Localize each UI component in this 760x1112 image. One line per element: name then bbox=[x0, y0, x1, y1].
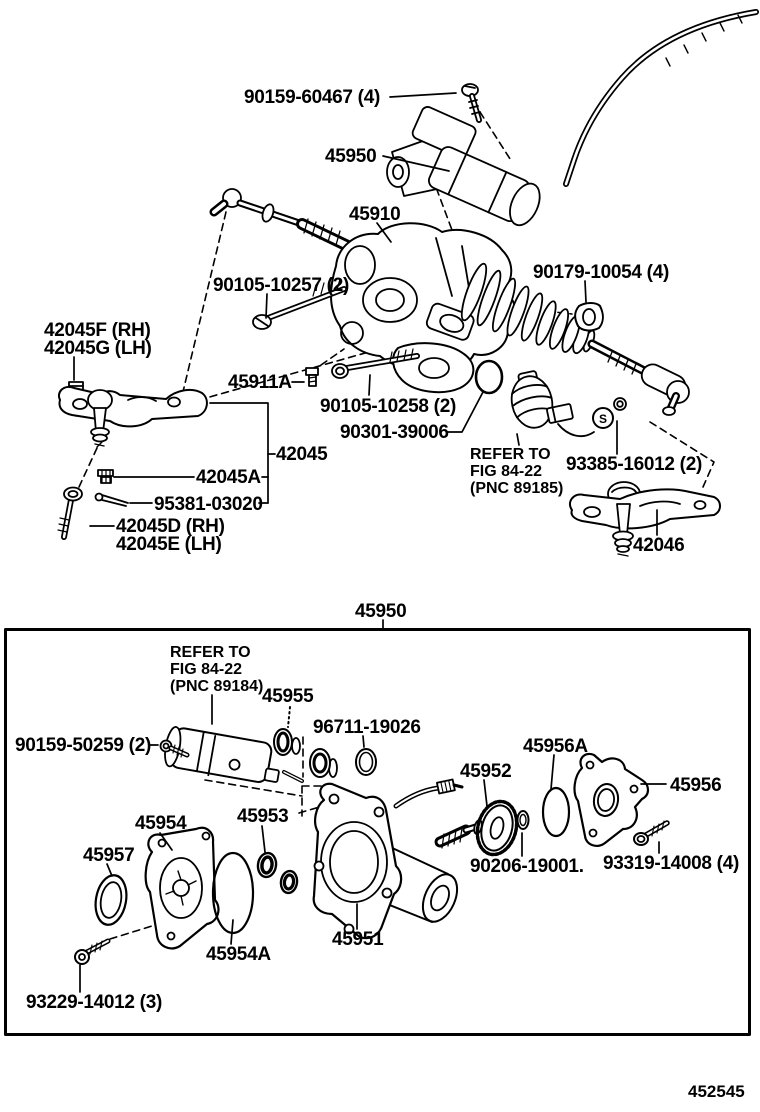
part-label-42045D: 42045D (RH) bbox=[116, 516, 225, 537]
part-label-45954: 45954 bbox=[135, 813, 187, 834]
solenoid-89185-drawing bbox=[510, 370, 627, 438]
part-label-96711-19026: 96711-19026 bbox=[313, 717, 421, 738]
part-label-90206-19001: 90206-19001. bbox=[470, 856, 584, 877]
oring-90206-drawing bbox=[516, 810, 530, 830]
part-label-45955: 45955 bbox=[262, 686, 314, 707]
part-label-45950-upper: 45950 bbox=[325, 146, 377, 167]
part-label-45953: 45953 bbox=[237, 806, 289, 827]
lower-leaders bbox=[79, 694, 667, 993]
pump-housing-drawing bbox=[312, 778, 464, 940]
s-clip-marker: S bbox=[599, 412, 607, 426]
refer-note-89185: REFER TO FIG 84-22 (PNC 89185) bbox=[470, 446, 563, 497]
part-label-90159-50259: 90159-50259 (2) bbox=[15, 735, 151, 756]
part-label-93385-16012: 93385-16012 (2) bbox=[566, 454, 702, 475]
part-label-45951: 45951 bbox=[332, 929, 384, 950]
part-label-45957: 45957 bbox=[83, 845, 135, 866]
bolt-90105-10258-drawing bbox=[331, 348, 420, 379]
part-label-42045G: 42045G (LH) bbox=[44, 338, 152, 359]
right-bracket-drawing bbox=[568, 481, 721, 557]
grommet-90179-drawing bbox=[574, 302, 604, 332]
oring-45956A-drawing bbox=[541, 786, 571, 838]
motor-cable-drawing bbox=[563, 9, 759, 187]
plate-45954-drawing bbox=[144, 826, 220, 950]
screw-90159-50259-drawing bbox=[159, 739, 190, 758]
gear-45952-drawing bbox=[434, 799, 519, 857]
part-label-42045F: 42045F (RH) bbox=[44, 320, 151, 341]
part-label-45956A: 45956A bbox=[523, 736, 588, 757]
refer-note-line3: (PNC 89185) bbox=[470, 480, 564, 497]
figure-code: 452545 bbox=[688, 1082, 745, 1101]
part-label-42045: 42045 bbox=[276, 444, 328, 465]
upper-leaders bbox=[73, 92, 658, 536]
refer-note-89184: REFER TO FIG 84-22 (PNC 89184) bbox=[170, 644, 263, 695]
refer-note-line3: (PNC 89184) bbox=[170, 678, 264, 695]
lower-dashed-leaders bbox=[109, 736, 329, 940]
part-label-45952: 45952 bbox=[460, 761, 512, 782]
lower-diagram-title: 45950 bbox=[355, 601, 407, 622]
clip-42045A-drawing bbox=[97, 469, 114, 484]
dotted-leader-45955 bbox=[287, 706, 291, 728]
part-label-95381-03020: 95381-03020 bbox=[154, 494, 263, 515]
refer-note-line1: REFER TO bbox=[170, 644, 251, 661]
part-label-45956: 45956 bbox=[670, 775, 722, 796]
part-label-42045F-G: 42045F (RH) 42045G (LH) bbox=[44, 320, 152, 359]
seal-45957-drawing bbox=[94, 874, 128, 926]
part-label-90179-10054: 90179-10054 (4) bbox=[533, 262, 669, 283]
tie-rod-right-drawing bbox=[587, 339, 690, 416]
part-label-90105-10257: 90105-10257 (2) bbox=[213, 275, 349, 296]
oring-45954A-drawing bbox=[211, 851, 255, 935]
motor-drawing bbox=[386, 106, 541, 227]
lower-diagram-frame bbox=[4, 628, 751, 1036]
oring-90301-drawing bbox=[474, 359, 504, 395]
part-label-42045A: 42045A bbox=[196, 467, 261, 488]
bolt-42045D-drawing bbox=[57, 486, 83, 540]
part-label-45954A: 45954A bbox=[206, 944, 271, 965]
plug-45911A-drawing bbox=[305, 367, 319, 387]
part-label-42045E: 42045E (LH) bbox=[116, 534, 222, 555]
refer-note-line2: FIG 84-22 bbox=[470, 463, 543, 480]
part-label-90301-39006: 90301-39006 bbox=[340, 422, 449, 443]
part-label-93229-14012: 93229-14012 (3) bbox=[26, 992, 162, 1013]
part-label-45911A: 45911A bbox=[228, 372, 292, 393]
left-bracket-drawing bbox=[58, 381, 208, 448]
bolt-93229-drawing bbox=[74, 938, 111, 965]
tie-rod-left-drawing bbox=[209, 188, 358, 257]
part-label-93319-14008: 93319-14008 (4) bbox=[603, 853, 739, 874]
refer-note-line1: REFER TO bbox=[470, 446, 551, 463]
refer-note-line2: FIG 84-22 bbox=[170, 661, 243, 678]
bushing-45955-drawing bbox=[273, 728, 338, 778]
part-label-45910: 45910 bbox=[349, 204, 401, 225]
bushing-45953-drawing bbox=[256, 851, 299, 895]
part-label-42046: 42046 bbox=[633, 535, 685, 556]
bolt-93319-drawing bbox=[633, 820, 670, 846]
part-label-90159-60467: 90159-60467 (4) bbox=[244, 87, 380, 108]
oring-96711-drawing bbox=[355, 748, 377, 776]
cotter-pin-95381-drawing bbox=[94, 492, 129, 507]
part-label-90105-10258: 90105-10258 (2) bbox=[320, 396, 456, 417]
bolt-90159-60467-drawing bbox=[461, 83, 482, 123]
bolt-90105-10257-drawing bbox=[252, 278, 347, 330]
part-label-42045D-E: 42045D (RH) 42045E (LH) bbox=[116, 516, 225, 555]
cover-45956-drawing bbox=[573, 752, 650, 847]
